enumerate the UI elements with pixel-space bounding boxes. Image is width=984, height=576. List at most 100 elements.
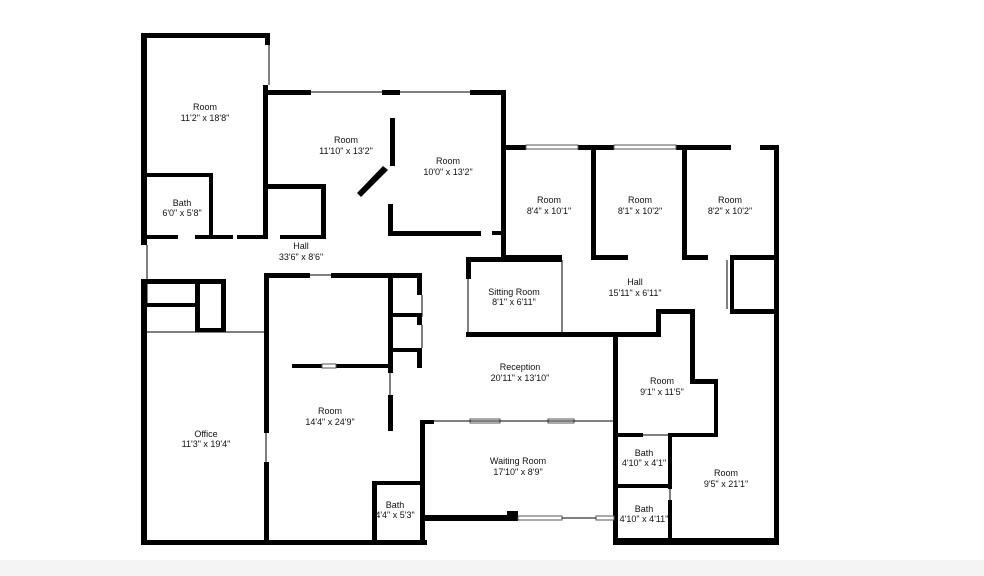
wall [388,395,393,431]
wall [195,328,226,332]
room-name: Room [628,195,652,205]
wall [141,540,427,545]
room-name: Room [718,195,742,205]
window [517,515,563,521]
window [595,515,615,521]
wall [388,231,481,236]
windows [146,40,728,521]
room-name: Reception [500,362,541,372]
wall [264,273,310,278]
wall [388,348,422,352]
room-name: Hall [293,241,309,251]
wall [388,204,393,236]
wall [141,279,199,284]
wall [195,279,225,284]
wall [613,332,658,337]
wall [390,118,395,166]
wall [676,145,731,150]
wall [263,85,268,239]
wall [321,184,326,239]
room-dims: 11'10" x 13'2" [319,146,373,156]
wall [382,90,400,95]
room-name: Bath [386,500,405,510]
wall [668,433,672,489]
wall [682,145,687,259]
room-dims: 8'1" x 10'2" [618,206,662,216]
wall [690,309,695,383]
room-name: Bath [635,448,654,458]
room-dims: 6'0" x 5'8" [162,208,201,218]
wall [417,273,422,295]
room-name: Waiting Room [490,456,546,466]
wall [141,173,146,239]
room-dims: 8'4" x 10'1" [527,206,571,216]
room-name: Room [436,156,460,166]
wall [732,255,779,260]
wall [265,33,270,45]
wall [501,145,506,259]
room-name: Room [714,468,738,478]
window [321,363,337,369]
wall [501,90,506,148]
wall [388,313,422,317]
wall [141,173,213,177]
room-dims: 10'0" x 13'2" [423,167,472,177]
wall [492,231,506,235]
wall [221,279,226,332]
room-dims: 4'4" x 5'3" [375,510,414,520]
room-name: Room [537,195,561,205]
room-dims: 15'11" x 6'11" [608,288,661,298]
window [525,144,579,150]
room-dims: 9'1" x 11'5" [640,387,684,397]
wall [420,420,434,424]
wall [141,303,199,307]
wall [466,257,471,279]
wall [730,309,779,314]
room-dims: 4'10" x 4'1" [622,458,666,468]
wall [420,515,510,521]
wall [613,433,643,437]
room-dims: 8'2" x 10'2" [708,206,752,216]
room-dims: 11'2" x 18'8" [181,113,230,123]
wall [591,255,628,260]
wall [209,173,213,239]
room-name: Bath [635,504,654,514]
wall [417,348,422,368]
wall [141,280,147,545]
wall [292,364,322,368]
wall [730,255,734,313]
room-dims: 8'1" x 6'11" [492,297,536,307]
wall [668,500,672,545]
room-name: Hall [627,277,643,287]
wall [466,332,618,337]
wall [141,33,147,245]
room-dims: 33'6" x 8'6" [279,252,323,262]
wall [141,235,178,239]
bottom-strip [0,560,984,576]
wall [195,235,213,239]
wall [591,145,596,259]
room-labels: Room 11'2" x 18'8" Bath 6'0" x 5'8" Room… [162,102,752,524]
wall [466,257,562,262]
wall [501,145,526,150]
room-name: Office [194,429,217,439]
wall [669,433,718,437]
room-name: Bath [173,198,192,208]
wall [656,309,693,314]
wall [690,379,718,384]
wall [280,235,326,239]
wall [417,317,422,325]
room-name: Sitting Room [488,287,540,297]
wall [263,90,311,95]
wall [388,273,393,373]
wall [357,166,388,197]
wall [714,379,718,437]
wall [656,309,661,337]
wall [141,33,270,38]
wall [613,484,672,488]
wall [372,481,424,485]
room-name: Room [650,376,674,386]
wall [774,145,779,545]
wall [213,235,233,239]
